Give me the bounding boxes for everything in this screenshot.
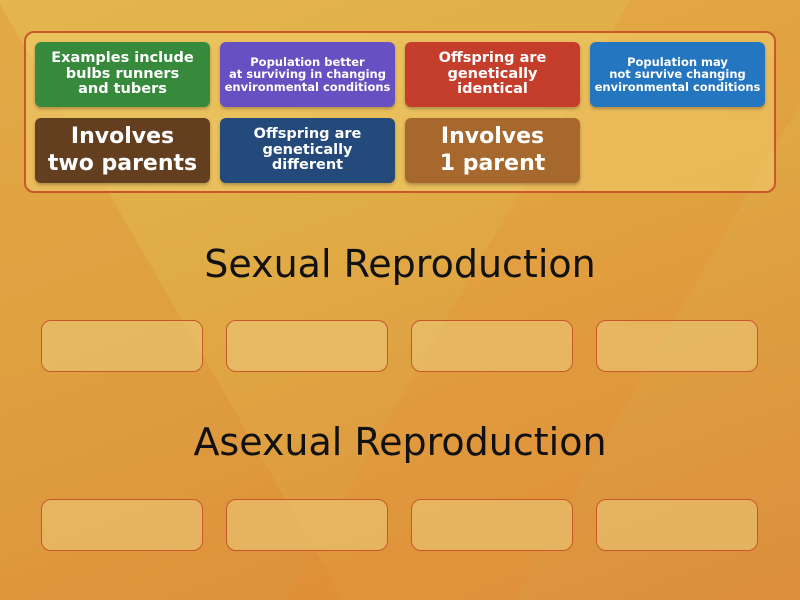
card-involves-one-parent[interactable]: Involves 1 parent [405, 118, 580, 183]
drop-slot-asexual-1[interactable] [41, 499, 203, 551]
card-involves-two-parents[interactable]: Involves two parents [35, 118, 210, 183]
drop-slot-sexual-2[interactable] [226, 320, 388, 372]
card-offspring-identical[interactable]: Offspring are genetically identical [405, 42, 580, 107]
drop-slot-sexual-1[interactable] [41, 320, 203, 372]
group-heading-sexual: Sexual Reproduction [204, 242, 596, 286]
drop-slot-sexual-3[interactable] [411, 320, 573, 372]
drop-slot-sexual-4[interactable] [596, 320, 758, 372]
card-examples-bulbs-runners-tubers[interactable]: Examples include bulbs runners and tuber… [35, 42, 210, 107]
group-heading-asexual: Asexual Reproduction [193, 420, 607, 464]
card-offspring-different[interactable]: Offspring are genetically different [220, 118, 395, 183]
drop-slot-asexual-3[interactable] [411, 499, 573, 551]
drop-slot-asexual-2[interactable] [226, 499, 388, 551]
card-population-better-surviving[interactable]: Population better at surviving in changi… [220, 42, 395, 107]
drop-slot-asexual-4[interactable] [596, 499, 758, 551]
card-population-may-not-survive[interactable]: Population may not survive changing envi… [590, 42, 765, 107]
